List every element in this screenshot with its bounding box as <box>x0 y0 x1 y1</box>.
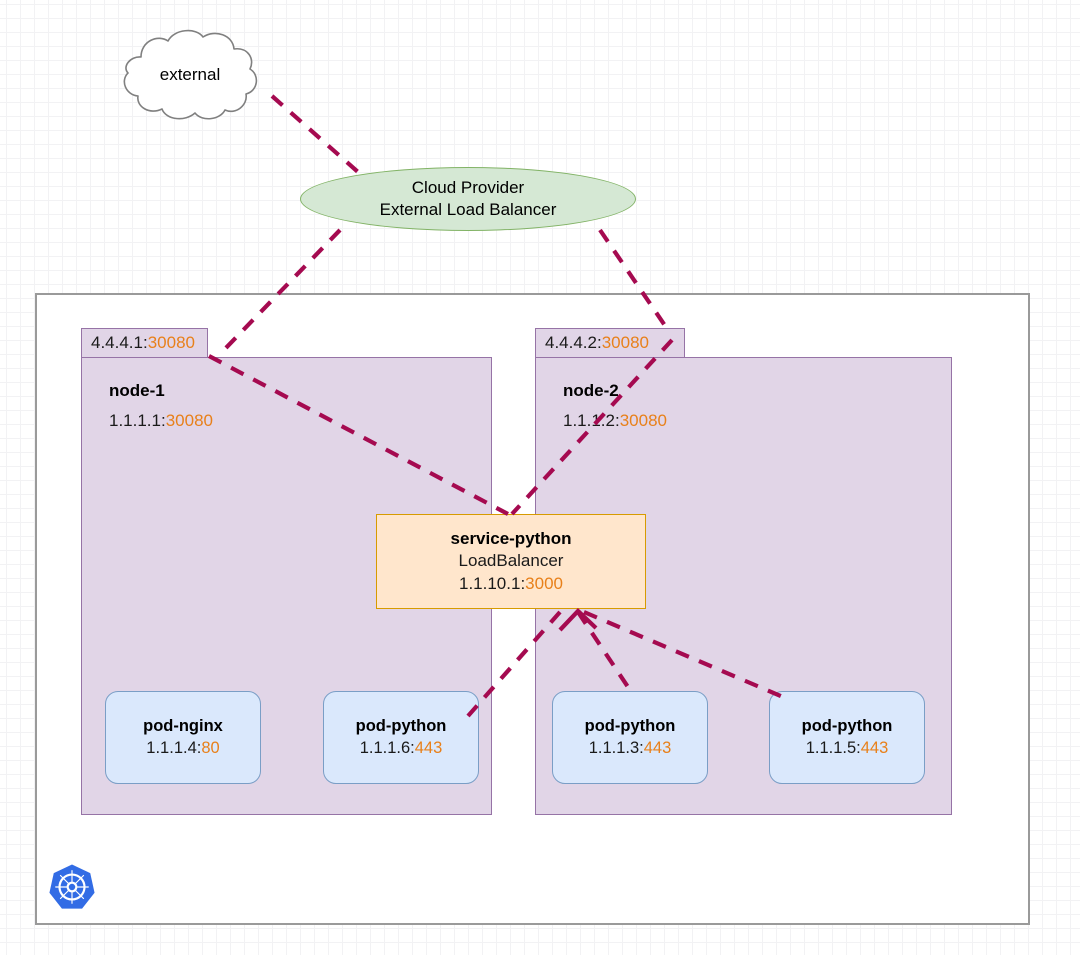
pod-name: pod-nginx <box>143 717 223 736</box>
service-type: LoadBalancer <box>458 551 564 571</box>
external-cloud-label: external <box>159 65 221 84</box>
node-1-tag-host: 4.4.4.1: <box>91 333 148 352</box>
node-2-title: node-2 <box>563 381 619 400</box>
pod-address-port: 80 <box>201 738 220 757</box>
pod-address-host: 1.1.1.6: <box>359 738 415 757</box>
lb-line-2: External Load Balancer <box>379 200 557 219</box>
service-address-host: 1.1.10.1: <box>459 573 526 593</box>
pod-address-host: 1.1.1.5: <box>805 738 861 757</box>
pod-address-host: 1.1.1.3: <box>588 738 644 757</box>
service-name: service-python <box>450 529 572 549</box>
node-2-address: 1.1.1.2:30080 <box>563 411 667 431</box>
node-2-tag-port: 30080 <box>601 333 649 352</box>
node-2-tag-host: 4.4.4.2: <box>545 333 602 352</box>
pod-nginx-1[interactable]: pod-nginx 1.1.1.4:80 <box>105 691 261 784</box>
node-1-tag-port: 30080 <box>147 333 195 352</box>
pod-name: pod-python <box>355 717 447 736</box>
service-python-box[interactable]: service-python LoadBalancer 1.1.10.1:300… <box>376 514 646 609</box>
pod-address-port: 443 <box>643 738 672 757</box>
pod-address: 1.1.1.6:443 <box>360 738 443 759</box>
cloud-icon <box>123 29 258 120</box>
pod-address: 1.1.1.4:80 <box>146 738 219 759</box>
pod-address-host: 1.1.1.4: <box>146 738 202 757</box>
lb-line-1: Cloud Provider <box>411 177 525 197</box>
pod-python-3[interactable]: pod-python 1.1.1.3:443 <box>552 691 708 784</box>
pod-python-6[interactable]: pod-python 1.1.1.6:443 <box>323 691 479 784</box>
node-1-address-port: 30080 <box>165 411 213 430</box>
node-1-address: 1.1.1.1:30080 <box>109 411 213 431</box>
pod-name: pod-python <box>801 717 893 736</box>
node-2-address-port: 30080 <box>619 411 667 430</box>
pod-name: pod-python <box>584 717 676 736</box>
kubernetes-helm-icon <box>49 864 95 909</box>
pod-address-port: 443 <box>414 738 443 757</box>
node-1-title: node-1 <box>109 381 165 400</box>
external-cloud: external <box>100 25 280 125</box>
pod-address-port: 443 <box>860 738 889 757</box>
node-1-address-host: 1.1.1.1: <box>109 411 166 430</box>
node-2-address-host: 1.1.1.2: <box>563 411 620 430</box>
node-1-address-tag: 4.4.4.1:30080 <box>81 328 208 358</box>
kubernetes-logo <box>48 862 96 912</box>
edge-external-to-lb <box>270 94 360 174</box>
service-address-port: 3000 <box>525 573 563 593</box>
pod-address: 1.1.1.5:443 <box>806 738 889 759</box>
pod-address: 1.1.1.3:443 <box>589 738 672 759</box>
pod-python-5[interactable]: pod-python 1.1.1.5:443 <box>769 691 925 784</box>
service-address: 1.1.10.1:3000 <box>459 573 563 595</box>
node-2-address-tag: 4.4.4.2:30080 <box>535 328 685 358</box>
cloud-provider-load-balancer[interactable]: Cloud Provider External Load Balancer <box>300 167 636 231</box>
